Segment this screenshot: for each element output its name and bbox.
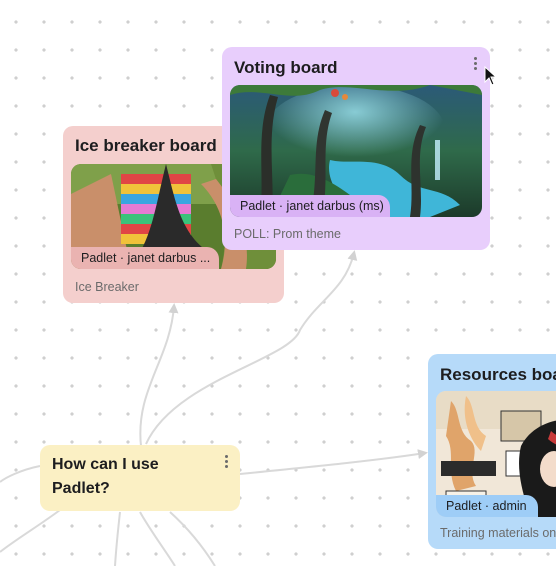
card-thumbnail: Padlet · janet darbus (ms) bbox=[230, 85, 482, 217]
card-thumbnail: Padlet · admin bbox=[436, 391, 556, 517]
card-subtitle: POLL: Prom theme bbox=[234, 227, 341, 241]
connector-down-3 bbox=[169, 511, 216, 566]
connector-to-icebreaker bbox=[139, 303, 179, 447]
card-title: Resources boa bbox=[440, 365, 556, 384]
how-can-i-use-padlet-card[interactable]: How can I use Padlet? bbox=[40, 445, 240, 511]
card-title: Voting board bbox=[234, 58, 338, 77]
card-subtitle: Ice Breaker bbox=[75, 280, 139, 294]
connector-to-voting bbox=[145, 250, 358, 445]
voting-board-card[interactable]: Voting board bbox=[222, 47, 490, 250]
connector-down-2 bbox=[139, 511, 176, 566]
connector-left-lower bbox=[0, 509, 61, 553]
mouse-pointer-icon bbox=[484, 66, 498, 86]
card-title-line-2: Padlet? bbox=[52, 480, 110, 497]
kebab-menu-icon[interactable] bbox=[223, 455, 229, 469]
kebab-menu-icon[interactable] bbox=[472, 57, 478, 71]
card-source-chip: Padlet · admin bbox=[436, 495, 538, 517]
connector-to-resources bbox=[239, 449, 428, 475]
card-source-chip: Padlet · janet darbus ... bbox=[71, 247, 219, 269]
card-source-chip: Padlet · janet darbus (ms) bbox=[230, 195, 390, 217]
connector-down-1 bbox=[114, 511, 121, 566]
card-title: Ice breaker board bbox=[75, 136, 217, 155]
resources-board-card[interactable]: Resources boa Padlet · admin Training ma… bbox=[428, 354, 556, 549]
card-title-line-1: How can I use bbox=[52, 456, 159, 473]
card-subtitle: Training materials on bbox=[440, 526, 556, 540]
connector-left-upper bbox=[0, 465, 41, 483]
